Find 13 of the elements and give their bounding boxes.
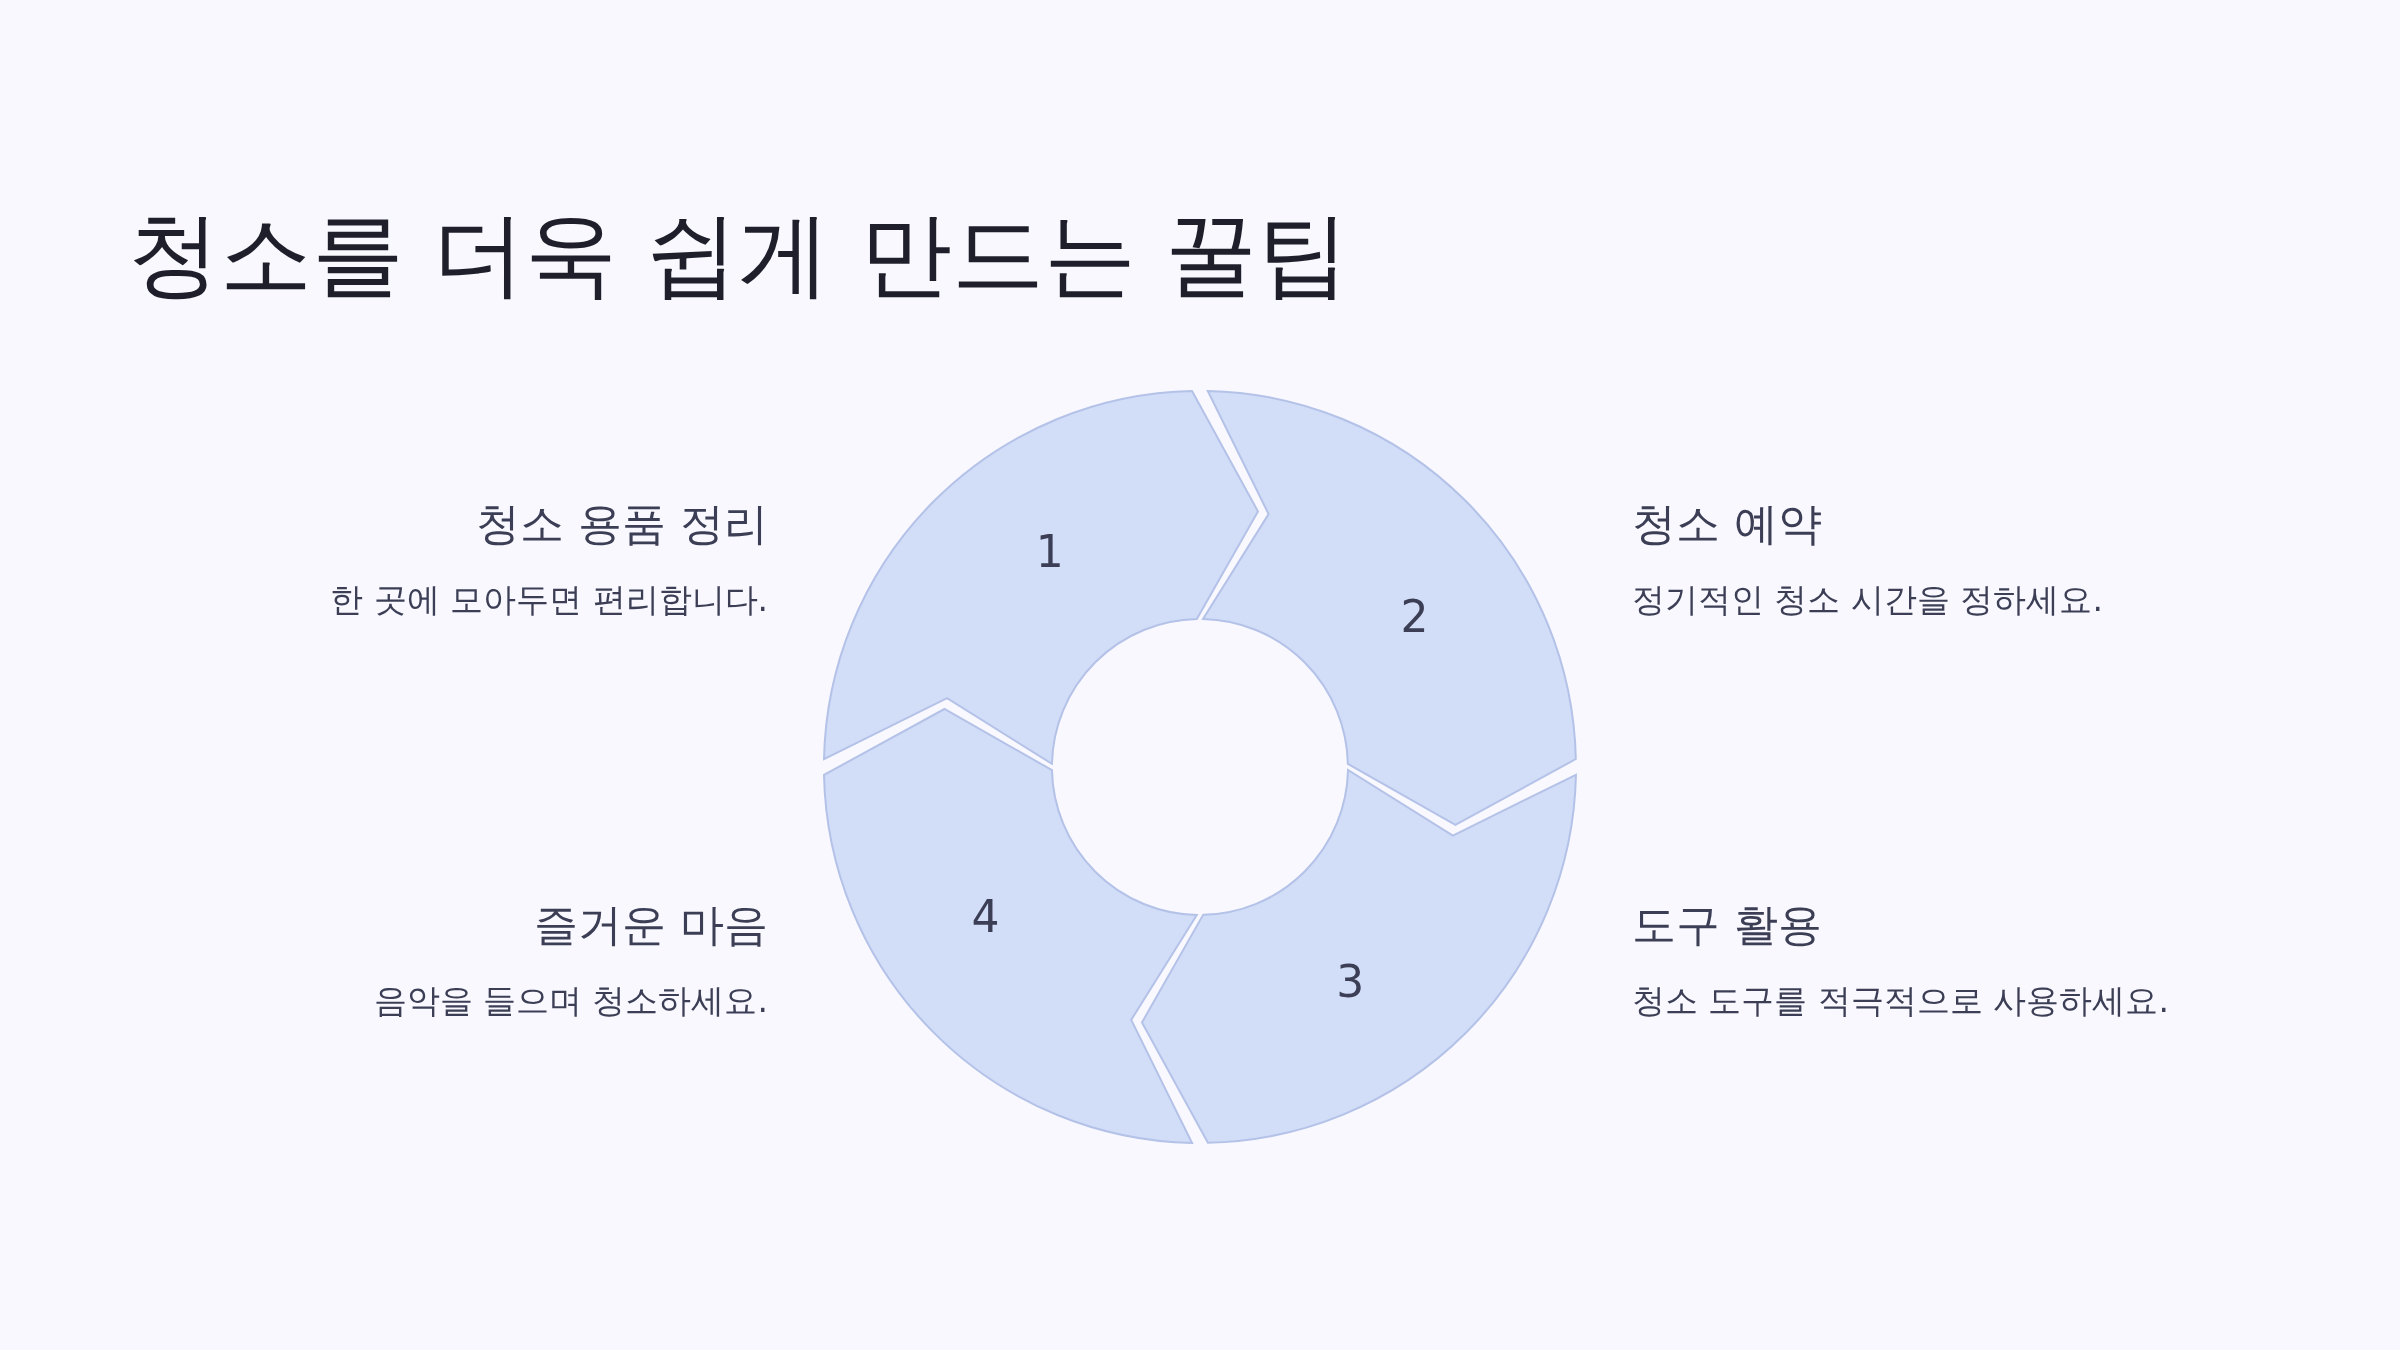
step-number: 2 [1400,594,1429,639]
step-description: 정기적인 청소 시간을 정하세요. [1632,580,2103,620]
step-description: 청소 도구를 적극적으로 사용하세요. [1632,981,2169,1021]
step-heading: 도구 활용 [1632,899,1822,952]
step-description: 한 곳에 모아두면 편리합니다. [330,580,768,620]
step-heading: 청소 용품 정리 [476,498,768,551]
step-number: 4 [971,895,1000,940]
step-number: 1 [1035,530,1064,575]
step-heading: 즐거운 마음 [534,899,768,952]
step-description: 음악을 들으며 청소하세요. [373,981,768,1021]
slide-title: 청소를 더욱 쉽게 만드는 꿀팁 [128,200,1349,310]
step-number: 3 [1336,959,1365,1004]
step-heading: 청소 예약 [1632,498,1822,551]
